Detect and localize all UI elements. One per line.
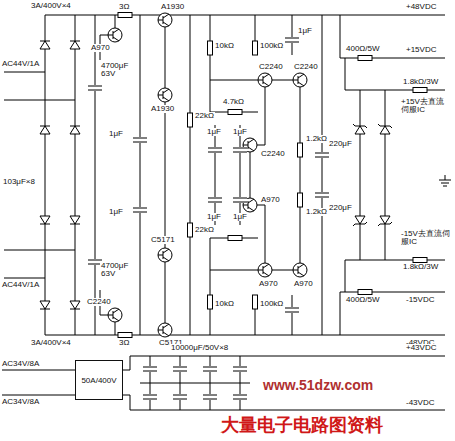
watermark: www.51dzw.com [262,378,374,393]
component-label: +15VDC [405,46,437,54]
component-label: A970 [258,280,279,288]
component-label: -43VDC [405,399,435,407]
component-label: AC44V/1A [1,281,40,289]
component-label: A970 [293,280,314,288]
component-label: AC34V/8A [1,360,40,368]
component-label: 1.8kΩ/3W [402,263,439,271]
component-label: +43VDC [405,344,437,352]
component-label: 10000μF/50V×8 [170,344,229,352]
component-label: 1μF [206,213,222,221]
component-label: 100kΩ [259,300,284,308]
component-label: 4700μF 63V [100,62,134,79]
component-label: 3Ω [118,3,130,11]
component-label: 1μF [297,27,313,35]
component-label: 22kΩ [194,112,215,120]
component-label: 3A/400V×4 [30,2,72,10]
component-label: 1.2kΩ [305,135,328,143]
component-label: 100kΩ [259,42,284,50]
component-label: 10kΩ [214,300,235,308]
component-label: 220μF [328,140,353,148]
component-label: 1.2kΩ [305,208,328,216]
component-label: 22kΩ [194,226,215,234]
component-label: 1μF [108,130,124,138]
component-label: 1.8kΩ/3W [402,78,439,86]
component-label: 3A/400V×4 [30,339,72,347]
component-label: 3Ω [118,339,130,347]
component-label: 1μF [232,213,248,221]
component-label: C2240 [86,298,112,306]
bridge-rectifier-box: 50A/400V [75,360,123,400]
component-label: A970 [90,44,111,52]
watermark: 大量电子电路图资料 [220,416,384,435]
component-label: C2240 [260,150,286,158]
component-label: -15V去直流伺服IC [400,230,452,247]
component-label: A1930 [160,3,185,11]
component-label: AC44V/1A [1,60,40,68]
box-text: 50A/400V [81,376,116,385]
component-label: 1μF [206,128,222,136]
component-label: +48VDC [405,3,437,11]
component-label: A1930 [150,105,175,113]
component-label: A970 [260,196,281,204]
component-label: C2240 [258,63,284,71]
component-label: 4.7kΩ [222,98,245,106]
component-label: 400Ω/5W [345,296,381,304]
component-label: 4700μF 63V [100,262,134,279]
component-label: 220μF [328,204,353,212]
component-label: 400Ω/5W [345,45,381,53]
component-label: 1μF [232,128,248,136]
component-label: C5171 [150,236,176,244]
component-label: 1μF [108,208,124,216]
component-label: 10kΩ [214,42,235,50]
component-label: -15VDC [405,296,435,304]
component-label: AC34V/8A [1,398,40,406]
component-label: C2240 [293,63,319,71]
component-label: 103μF×8 [2,178,36,186]
component-label: +15V去直流伺服IC [400,98,452,115]
